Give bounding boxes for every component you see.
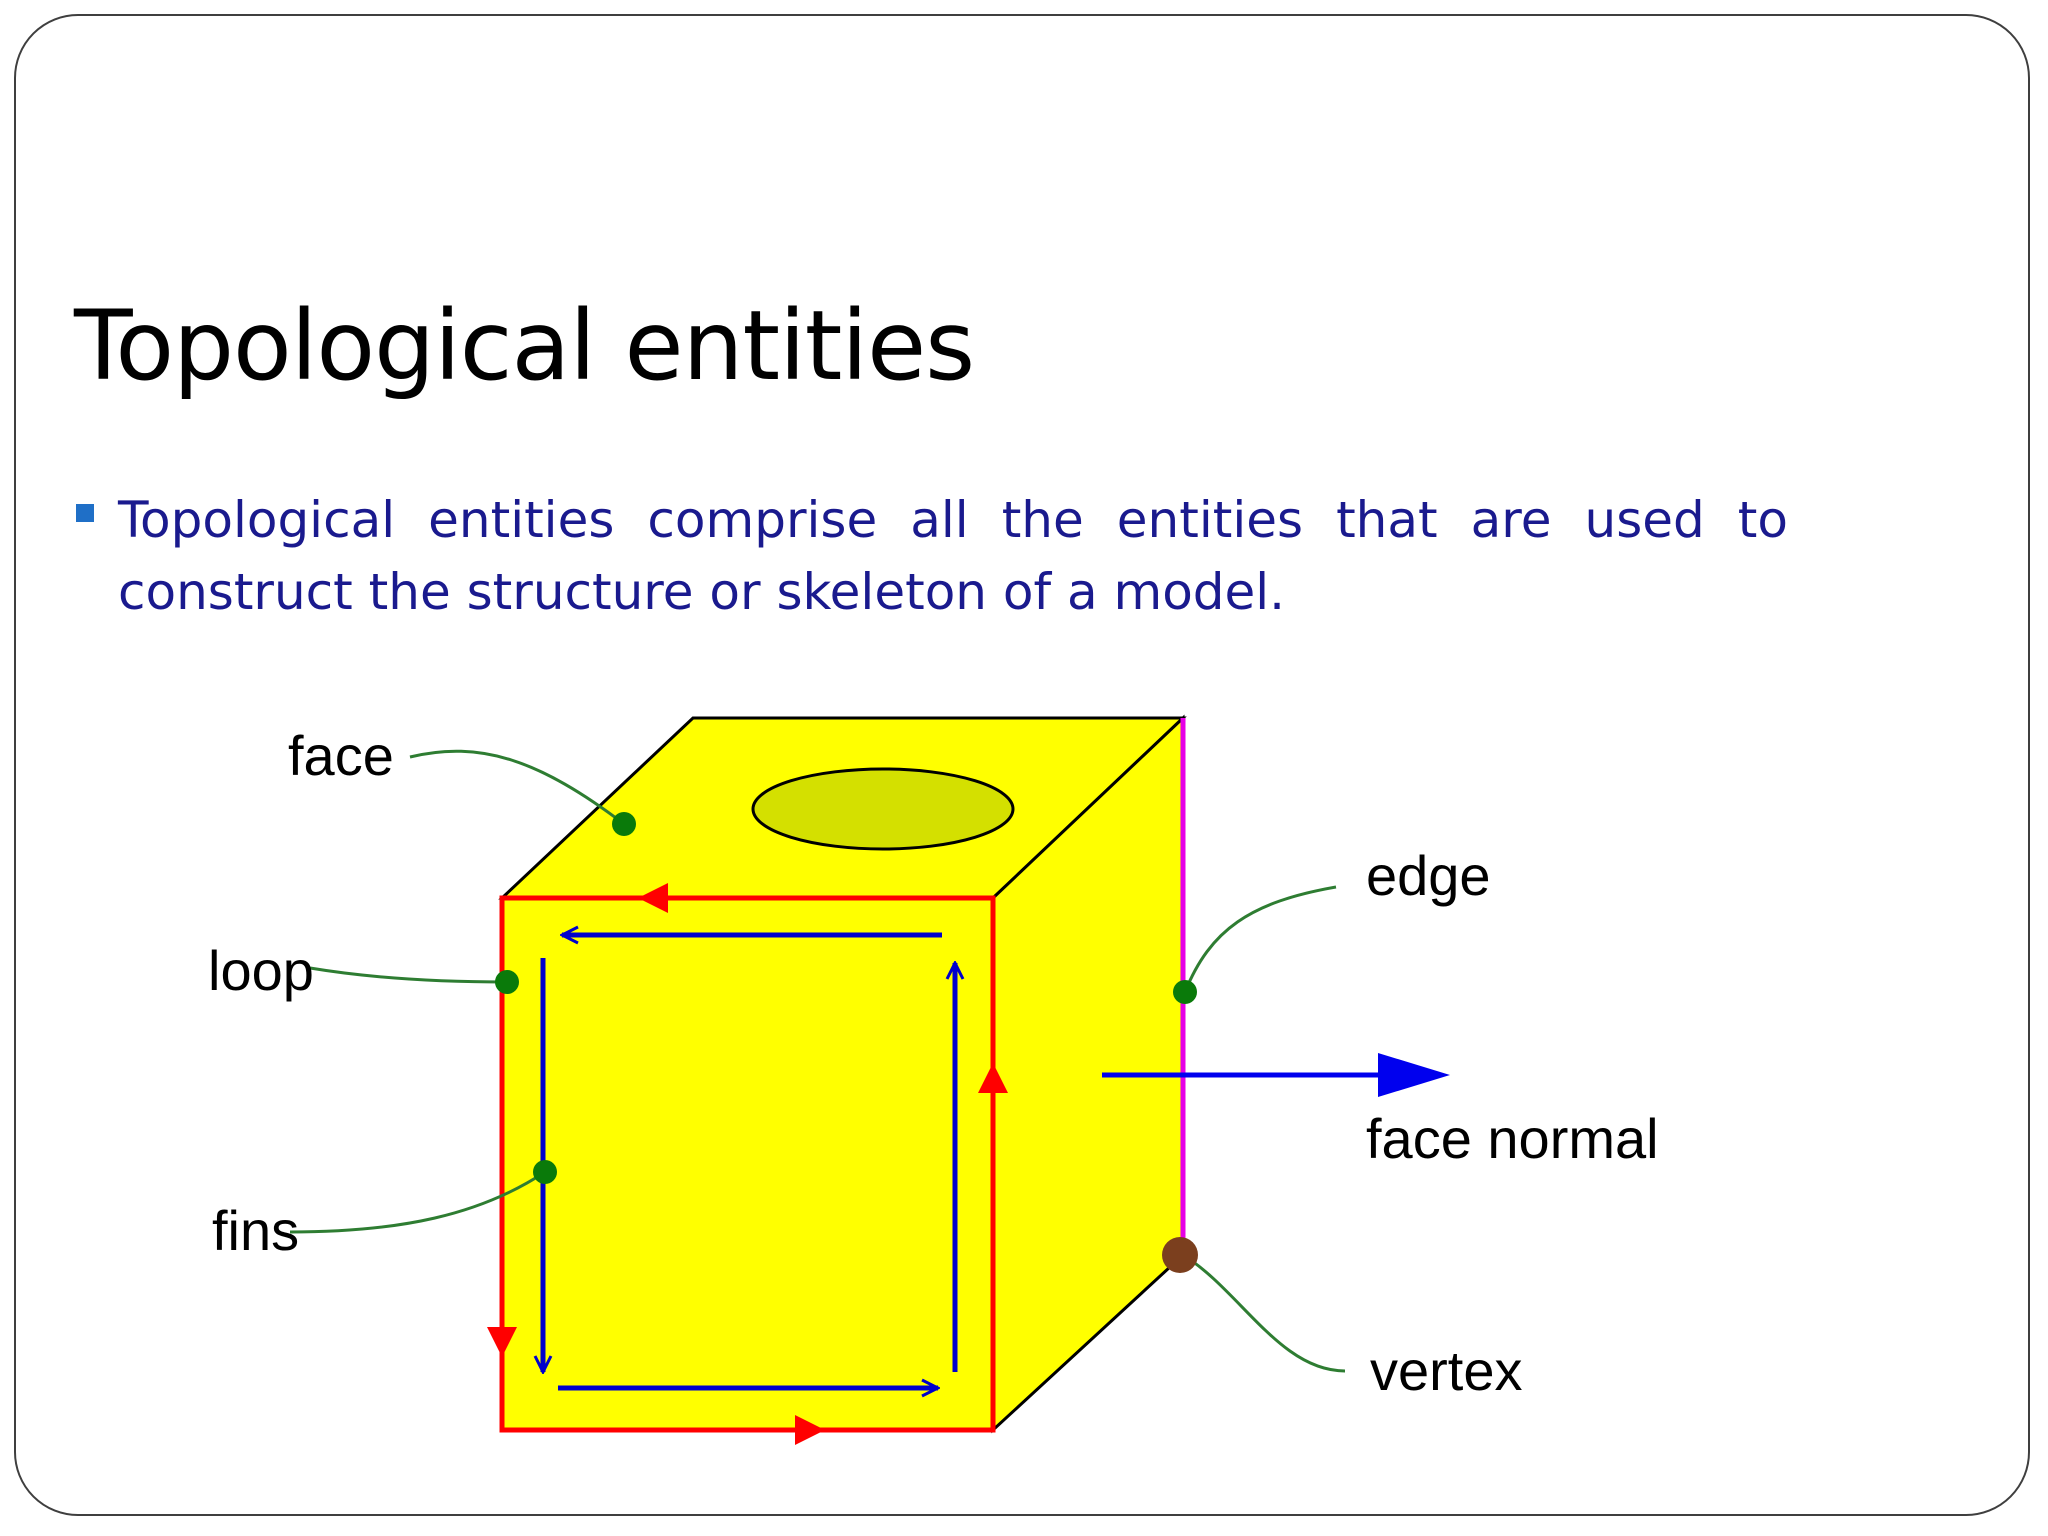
loop-arrow-top [638, 883, 668, 913]
edge-leader [1183, 885, 1337, 993]
label-vertex: vertex [1370, 1339, 1523, 1402]
loop-outline [499, 895, 996, 1433]
loop-leader [309, 966, 508, 984]
loop-arrow-right [978, 1063, 1008, 1093]
topology-diagram: face loop fins edge face normal vertex [208, 714, 1659, 1445]
label-edge: edge [1366, 844, 1491, 907]
face-point [612, 812, 636, 836]
bullet-text: Topological entities comprise all the en… [118, 491, 1788, 621]
slide-title: Topological entities [74, 290, 975, 402]
edge-point [1173, 980, 1197, 1004]
fins-leader [289, 1170, 546, 1234]
loop-arrow-bottom [795, 1415, 825, 1445]
label-face-normal: face normal [1366, 1107, 1659, 1170]
bullet-marker [76, 504, 94, 522]
label-loop: loop [208, 939, 314, 1002]
vertex-leader [1182, 1253, 1346, 1373]
face-leader [409, 749, 625, 826]
cube-front-face [500, 896, 995, 1432]
hole-ellipse [751, 767, 1015, 851]
vertex-point [1162, 1237, 1198, 1273]
label-face: face [288, 724, 394, 787]
fins-point [533, 1160, 557, 1184]
loop-arrow-left [487, 1327, 517, 1357]
face-normal-arrowhead [1378, 1053, 1450, 1097]
loop-point [495, 970, 519, 994]
label-fins: fins [212, 1199, 299, 1262]
